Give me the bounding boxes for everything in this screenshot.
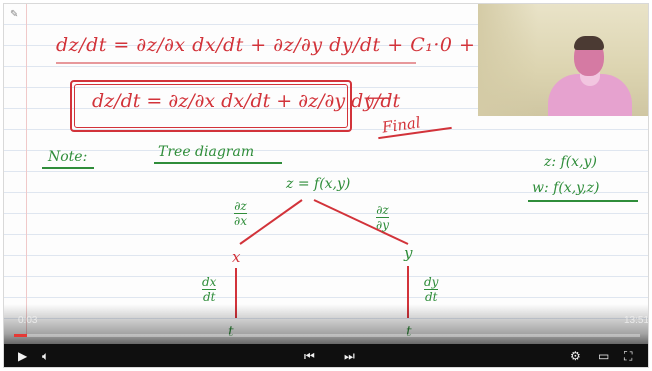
side-note-underline (528, 200, 638, 202)
final-formula-box-inner (74, 84, 348, 128)
equation-chain-rule-full: dz/dt = ∂z/∂x dx/dt + ∂z/∂y dy/dt + C₁·0… (56, 34, 525, 56)
branch-label-dz-dx: ∂z ∂x (234, 200, 247, 227)
branch-label-denominator: ∂x (234, 214, 247, 228)
branch-root-y (313, 199, 409, 245)
pen-icon: ✎ (10, 9, 19, 20)
presenter-hair (574, 36, 604, 50)
note-underline (42, 167, 94, 169)
branch-label-dx-dt: dx dt (202, 275, 217, 304)
total-duration: 13:51 (624, 315, 649, 326)
branch-label-dy-dt: dy dt (424, 275, 439, 304)
tree-root-node: z = f(x,y) (286, 176, 351, 192)
current-time: 0:03 (18, 315, 38, 326)
tree-node-x: x (232, 248, 241, 266)
arrow-to-final: ⟵ (366, 88, 392, 109)
progress-bar[interactable] (14, 334, 640, 337)
tree-diagram-underline (154, 162, 282, 164)
margin-line (26, 4, 27, 334)
side-note-w: w: f(x,y,z) (532, 180, 600, 196)
control-bar (4, 344, 648, 367)
webcam-background (478, 4, 538, 116)
branch-root-x (239, 199, 303, 245)
branch-label-numerator: ∂z (234, 199, 247, 213)
gear-icon[interactable]: ⚙︎ (570, 349, 581, 363)
play-icon[interactable]: ▶ (18, 349, 28, 363)
volume-icon[interactable]: 🔈︎ (42, 349, 50, 363)
equation-underline (56, 62, 416, 64)
branch-label-numerator: ∂z (376, 203, 389, 217)
progress-fill (14, 334, 27, 337)
branch-label-denominator: dt (424, 290, 438, 304)
previous-icon[interactable]: ⏮︎ (304, 349, 315, 363)
next-icon[interactable]: ⏭︎ (344, 349, 355, 363)
presenter-webcam (478, 4, 648, 116)
branch-label-denominator: dt (202, 290, 216, 304)
branch-label-dz-dy: ∂z ∂y (376, 204, 389, 231)
tree-node-y: y (404, 244, 413, 262)
captions-icon[interactable]: ▭ (598, 349, 610, 363)
branch-label-denominator: ∂y (376, 218, 389, 232)
equation-chain-rule-final: dz/dt = ∂z/∂x dx/dt + ∂z/∂y dy/dt (92, 90, 401, 112)
video-frame[interactable]: ✎ dz/dt = ∂z/∂x dx/dt + ∂z/∂y dy/dt + C₁… (3, 3, 649, 368)
note-label: Note: (48, 149, 88, 165)
side-note-z: z: f(x,y) (544, 154, 597, 170)
tree-diagram-label: Tree diagram (158, 144, 255, 160)
branch-label-numerator: dy (424, 275, 439, 289)
branch-label-numerator: dx (202, 275, 217, 289)
final-formula-box (70, 80, 352, 132)
fullscreen-icon[interactable]: ⛶ (624, 349, 633, 363)
